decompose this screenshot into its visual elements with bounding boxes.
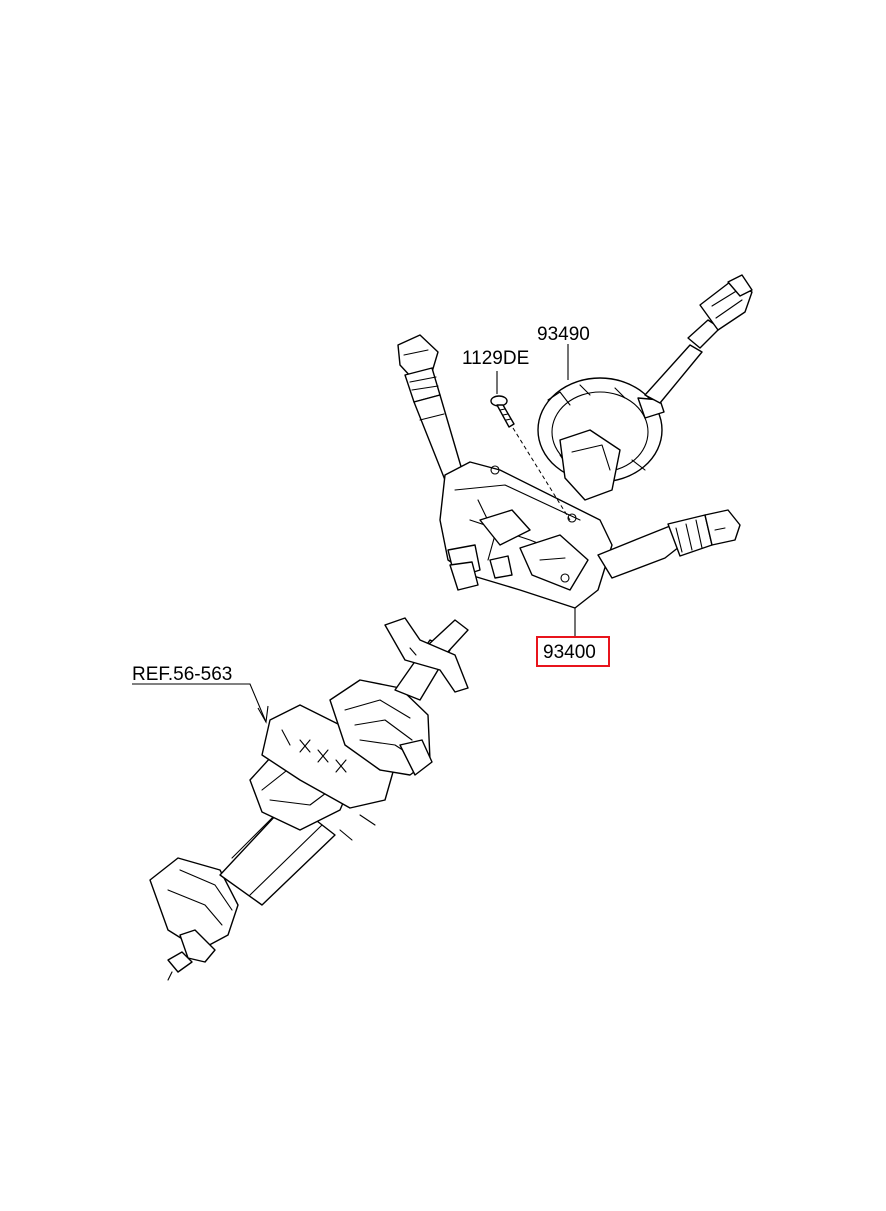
switch-assembly-label[interactable]: 93400 xyxy=(543,642,596,663)
clock-spring-label: 93490 xyxy=(537,324,590,345)
leader-arrowhead xyxy=(257,705,269,724)
clock-spring-part[interactable] xyxy=(537,274,753,501)
screw-label: 1129DE xyxy=(462,348,529,369)
highlight-box xyxy=(536,636,610,667)
ref-column-label: REF.56-563 xyxy=(132,664,232,685)
screw-part[interactable] xyxy=(490,395,515,428)
leader-ref-column xyxy=(132,683,267,723)
steering-column[interactable] xyxy=(149,617,469,981)
multifunction-switch-assembly[interactable] xyxy=(397,334,741,609)
